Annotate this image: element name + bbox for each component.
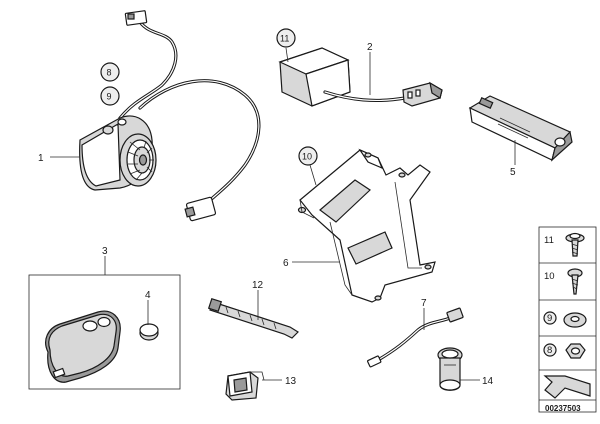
part-grommet: [437, 347, 463, 391]
callout-5: 5: [510, 167, 516, 178]
callout-labels: 1 2 3 4 5 6 7 12 13 14 8 9 11 10: [38, 28, 516, 387]
callout-11: 11: [280, 34, 289, 44]
side-label-8: 8: [547, 345, 552, 356]
side-label-11: 11: [544, 235, 554, 246]
part-clip: [225, 371, 265, 401]
part-sensor-block: [468, 95, 573, 162]
callout-8: 8: [107, 68, 112, 78]
callout-14: 14: [482, 376, 494, 387]
part-cable-tie: [207, 297, 299, 339]
callout-12: 12: [252, 280, 264, 291]
callout-10: 10: [302, 152, 312, 162]
callout-4: 4: [145, 290, 151, 301]
drawing-code: 00237503: [545, 404, 581, 413]
washer-9: [563, 312, 587, 328]
side-label-10: 10: [544, 271, 555, 282]
callout-9: 9: [107, 92, 112, 102]
nut-8: [565, 343, 586, 359]
part-siren: [79, 10, 261, 222]
leader-lines: [50, 47, 516, 381]
part-mounting-bracket: [297, 148, 436, 303]
callout-2: 2: [367, 42, 373, 53]
pointer-arrow-icon: [543, 375, 591, 399]
screw-washer-11: [565, 232, 585, 257]
callout-7: 7: [421, 298, 427, 309]
callout-13: 13: [285, 376, 297, 387]
side-panel: [538, 226, 597, 413]
callout-1: 1: [38, 153, 44, 164]
side-panel-labels: 11 10 9 8: [543, 235, 557, 357]
screw-10: [567, 268, 583, 295]
callout-3: 3: [102, 246, 108, 257]
part-remote-frame: [28, 256, 181, 390]
part-sensor-wire: [367, 307, 464, 368]
callout-6: 6: [283, 258, 289, 269]
part-alarm-module: [278, 47, 443, 107]
side-label-9: 9: [547, 313, 552, 324]
